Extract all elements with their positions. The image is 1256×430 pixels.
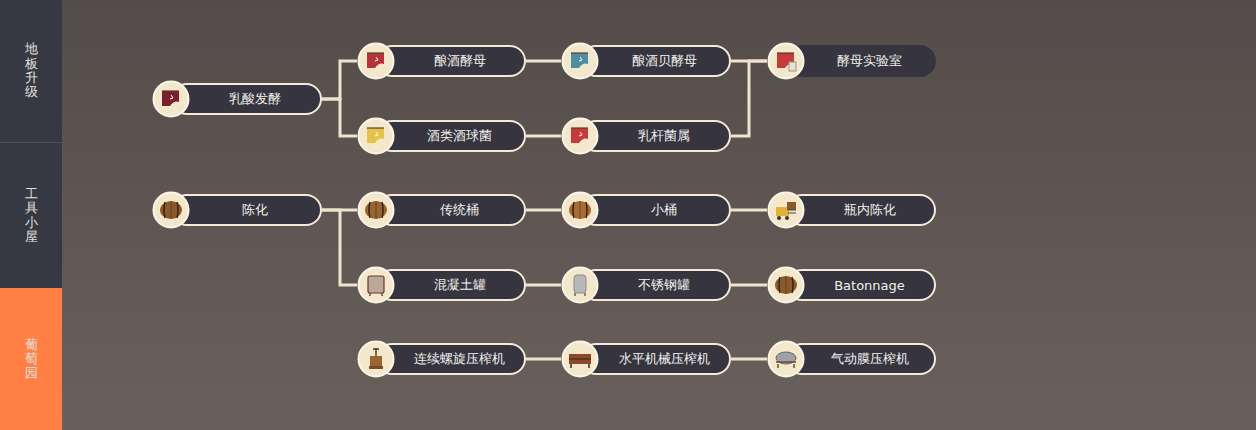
node-label: Batonnage (834, 278, 905, 293)
connector (322, 61, 357, 99)
upgrade-node: Batonnage (767, 266, 936, 304)
connector (526, 209, 561, 212)
upgrade-node: 传统桶 (357, 191, 526, 229)
connector (731, 61, 767, 136)
node-icon (767, 42, 805, 80)
node-label: 酵母实验室 (837, 52, 902, 70)
connector (731, 284, 767, 287)
node-label: 传统桶 (440, 201, 479, 219)
node-label: 小桶 (651, 201, 677, 219)
upgrade-node: 酿酒贝酵母 (561, 42, 731, 80)
node-label: 乳酸发酵 (229, 90, 281, 108)
connector (322, 210, 357, 285)
upgrade-node: 混凝土罐 (357, 266, 526, 304)
node-icon (357, 340, 395, 378)
connector (526, 358, 561, 361)
node-label: 乳杆菌属 (638, 127, 690, 145)
node-icon (152, 191, 190, 229)
node-label: 酿酒贝酵母 (632, 52, 697, 70)
node-label: 不锈钢罐 (638, 276, 690, 294)
upgrade-node: 酿酒酵母 (357, 42, 526, 80)
node-icon (561, 340, 599, 378)
node-label: 酒类酒球菌 (427, 127, 492, 145)
node-label: 瓶内陈化 (844, 201, 896, 219)
upgrade-node: 乳酸发酵 (152, 80, 322, 118)
connector (731, 358, 767, 361)
connector (526, 135, 561, 138)
upgrade-node: 陈化 (152, 191, 322, 229)
upgrade-node: 乳杆菌属 (561, 117, 731, 155)
node-label: 连续螺旋压榨机 (414, 350, 505, 368)
connector (731, 209, 767, 212)
upgrade-node: 小桶 (561, 191, 731, 229)
connector (526, 60, 561, 63)
upgrade-node: 连续螺旋压榨机 (357, 340, 526, 378)
node-label: 混凝土罐 (434, 276, 486, 294)
node-label: 气动膜压榨机 (831, 350, 909, 368)
upgrade-node: 酒类酒球菌 (357, 117, 526, 155)
node-label: 陈化 (242, 201, 268, 219)
upgrade-node: 水平机械压榨机 (561, 340, 731, 378)
upgrade-node: 瓶内陈化 (767, 191, 936, 229)
node-icon (767, 191, 805, 229)
node-icon (357, 191, 395, 229)
node-icon (561, 266, 599, 304)
node-label: 酿酒酵母 (434, 52, 486, 70)
category-tab: 地板升级 (0, 0, 62, 143)
node-icon (561, 117, 599, 155)
tab-label: 工具小屋 (25, 187, 38, 244)
node-icon (561, 191, 599, 229)
node-icon (357, 266, 395, 304)
upgrade-node: 不锈钢罐 (561, 266, 731, 304)
node-icon (767, 266, 805, 304)
category-tab: 工具小屋 (0, 143, 62, 288)
tab-label: 地板升级 (25, 42, 38, 99)
node-label: 水平机械压榨机 (619, 350, 710, 368)
node-icon (357, 117, 395, 155)
node-icon (767, 340, 805, 378)
upgrade-node: 气动膜压榨机 (767, 340, 936, 378)
tab-label: 葡萄园 (25, 338, 38, 381)
node-icon (561, 42, 599, 80)
category-tab: 葡萄园 (0, 288, 62, 430)
node-icon (357, 42, 395, 80)
node-icon (152, 80, 190, 118)
upgrade-node: 酵母实验室 (767, 42, 936, 80)
connector (526, 284, 561, 287)
connector (322, 99, 357, 136)
